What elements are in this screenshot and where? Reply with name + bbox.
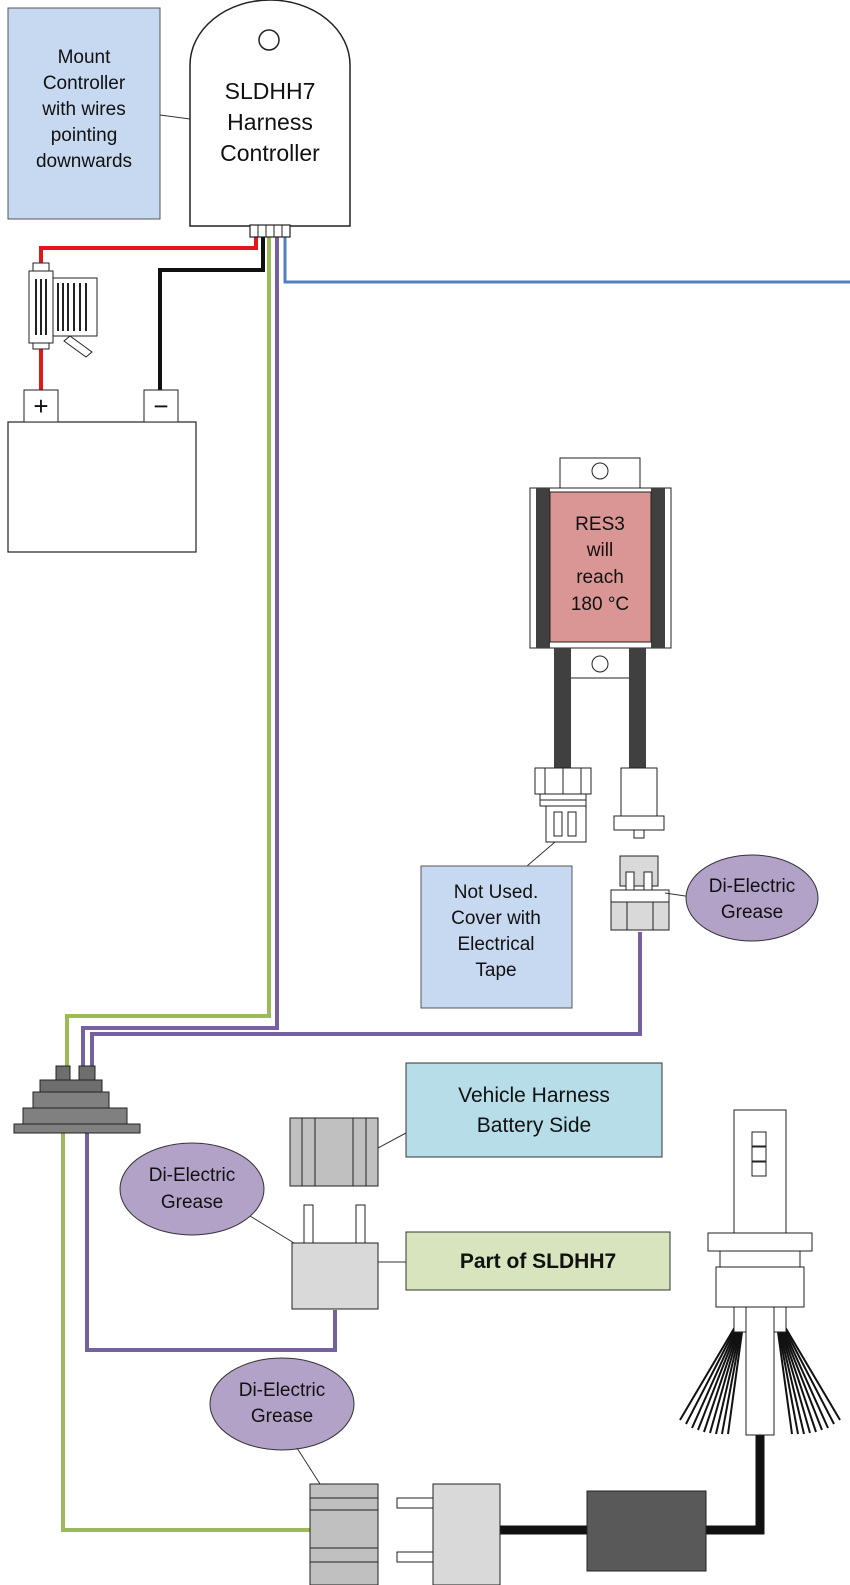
not-used-note-box bbox=[420, 865, 573, 1009]
blue-wire bbox=[283, 236, 850, 284]
grease-1-line-1: Di-Electric bbox=[709, 876, 796, 897]
green-wire-lower bbox=[61, 1133, 310, 1532]
purple-wire-lower bbox=[85, 1133, 337, 1352]
mount-note-box bbox=[7, 7, 161, 220]
harness-controller: SLDHH7 Harness Controller bbox=[189, 0, 351, 238]
battery-minus-symbol: − bbox=[153, 391, 168, 421]
battery-positive-terminal bbox=[23, 389, 59, 423]
controller-mount-hole bbox=[258, 29, 280, 51]
vehicle-harness-note-box bbox=[405, 1062, 663, 1158]
green-wire-upper bbox=[65, 236, 271, 1066]
bulb-plug bbox=[396, 1483, 501, 1585]
mount-note-line-1: Mount bbox=[58, 47, 112, 68]
vehicle-harness-line-2: Battery Side bbox=[477, 1114, 591, 1137]
vehicle-harness-line-1: Vehicle Harness bbox=[458, 1084, 610, 1107]
battery: + − bbox=[7, 389, 197, 553]
vehicle-harness-connector bbox=[289, 1117, 379, 1187]
grease-3-line-2: Grease bbox=[251, 1406, 313, 1427]
sldhh7-plug bbox=[291, 1204, 379, 1310]
not-used-line-1: Not Used. bbox=[454, 882, 538, 903]
mount-note-leader bbox=[159, 114, 191, 120]
fuse-holder bbox=[28, 262, 98, 358]
res3-heat-zone bbox=[549, 491, 652, 643]
unused-connector bbox=[534, 767, 592, 843]
res3-resistor: RES3 will reach 180 °C bbox=[529, 457, 672, 768]
firewall-grommet bbox=[13, 1065, 141, 1134]
mount-note-line-3: with wires bbox=[41, 99, 125, 120]
bulb-socket-connector bbox=[309, 1483, 379, 1585]
bulb-cable-2 bbox=[706, 1435, 765, 1535]
controller-name-line-2: Harness bbox=[227, 109, 313, 135]
res3-label-line-4: 180 °C bbox=[571, 594, 629, 615]
res3-mating-connector bbox=[610, 855, 670, 931]
res3-bottom-mount-hole bbox=[591, 655, 609, 673]
black-wire bbox=[158, 236, 265, 390]
led-driver-box bbox=[586, 1490, 707, 1572]
battery-body bbox=[7, 421, 197, 553]
not-used-line-4: Tape bbox=[475, 960, 516, 981]
red-wire bbox=[39, 236, 258, 265]
res3-output-connector bbox=[613, 767, 665, 839]
grease-1-ellipse bbox=[685, 854, 819, 942]
controller-wire-exit bbox=[249, 224, 291, 238]
controller-name-line-3: Controller bbox=[220, 140, 320, 166]
mount-note-line-2: Controller bbox=[43, 73, 126, 94]
purple-wire-upper bbox=[81, 236, 279, 1066]
grease-2-line-2: Grease bbox=[161, 1192, 223, 1213]
not-used-line-3: Electrical bbox=[457, 934, 534, 955]
res3-label-line-3: reach bbox=[576, 567, 624, 588]
grease-3-leader bbox=[296, 1447, 321, 1485]
mount-note-line-4: pointing bbox=[51, 125, 118, 146]
res3-top-mount-hole bbox=[591, 462, 609, 480]
mount-note-line-5: downwards bbox=[36, 151, 132, 172]
grease-1-line-2: Grease bbox=[721, 902, 783, 923]
controller-name-line-1: SLDHH7 bbox=[225, 78, 316, 104]
purple-wire-to-res3 bbox=[90, 932, 642, 1066]
grease-3-line-1: Di-Electric bbox=[239, 1380, 326, 1401]
res3-label-line-2: will bbox=[586, 540, 613, 561]
grease-3-ellipse bbox=[209, 1357, 355, 1451]
grease-2-line-1: Di-Electric bbox=[149, 1165, 236, 1186]
grease-2-ellipse bbox=[119, 1142, 265, 1236]
vehicle-harness-leader bbox=[377, 1132, 407, 1149]
grease-2-leader bbox=[249, 1215, 295, 1244]
part-of-label: Part of SLDHH7 bbox=[460, 1250, 616, 1273]
not-used-leader bbox=[526, 841, 556, 867]
res3-label-line-1: RES3 bbox=[575, 514, 625, 535]
not-used-line-2: Cover with bbox=[451, 908, 541, 929]
battery-plus-symbol: + bbox=[33, 391, 48, 421]
battery-negative-terminal bbox=[143, 389, 179, 423]
led-bulb bbox=[679, 1109, 841, 1436]
part-of-note-box bbox=[405, 1231, 671, 1291]
